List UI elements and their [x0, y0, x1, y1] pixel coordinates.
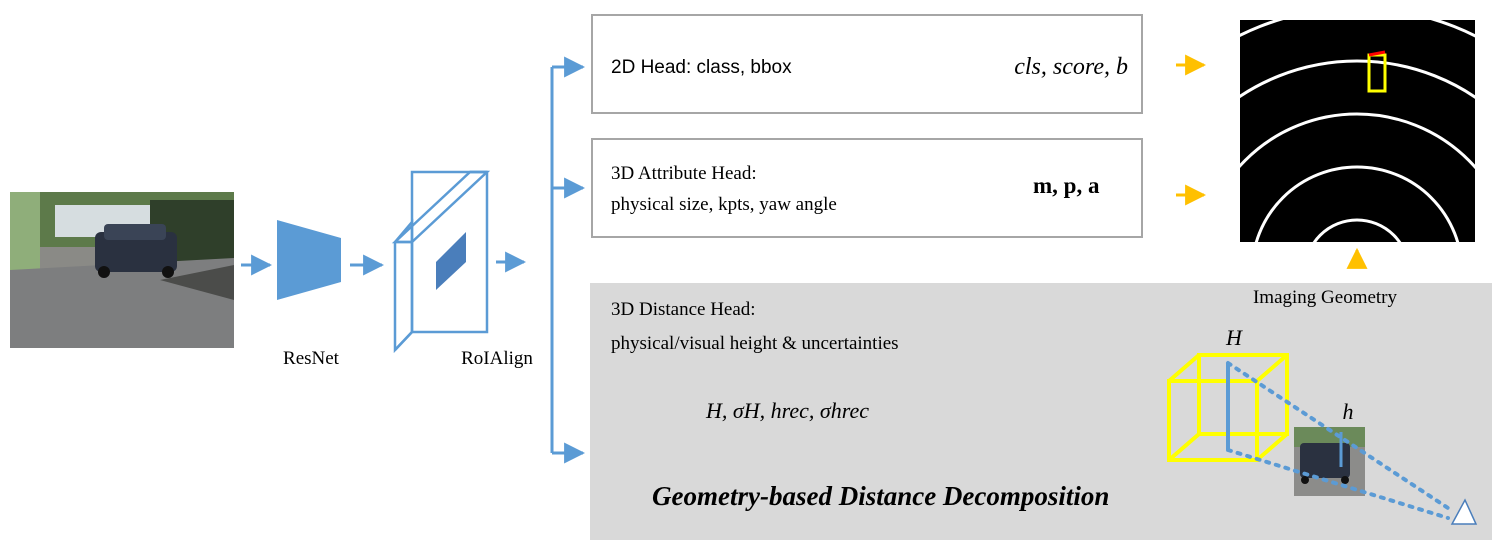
projection-ray-top — [1226, 361, 1450, 510]
distance-head-panel — [590, 283, 1492, 540]
camera-triangle-icon — [1450, 498, 1478, 525]
distance-title-line2: physical/visual height & uncertainties — [611, 333, 899, 354]
head-3d-outputs: m, p, a — [1033, 173, 1100, 198]
branch-connector — [550, 56, 586, 464]
head-3d-title-line2: physical size, kpts, yaw angle — [611, 194, 837, 215]
resnet-trapezoid — [277, 220, 341, 300]
car-thumbnail — [1294, 427, 1365, 496]
head-2d-outputs: cls, score, b — [1014, 54, 1128, 80]
resnet-label: ResNet — [283, 348, 340, 369]
distance-outputs: H, σH, hrec, σhrec — [705, 398, 869, 423]
geometry-illustration: H h — [1167, 325, 1478, 525]
head-2d-box — [591, 14, 1143, 114]
head-3d-box — [591, 138, 1143, 238]
feature-map-box — [391, 170, 491, 354]
projection-ray-bottom — [1226, 448, 1450, 520]
head-3d-title-line1: 3D Attribute Head: — [611, 163, 757, 184]
roialign-label: RoIAlign — [461, 348, 533, 369]
input-photo — [10, 192, 234, 348]
roi-patch — [436, 232, 466, 290]
imaging-geometry-label: Imaging Geometry — [1253, 287, 1398, 308]
physical-height-label: H — [1225, 325, 1243, 350]
head-2d-title: 2D Head: class, bbox — [611, 57, 792, 78]
polar-grid — [1240, 20, 1475, 242]
cube-icon — [1167, 353, 1289, 462]
distance-title-line1: 3D Distance Head: — [611, 299, 756, 320]
decomposition-title: Geometry-based Distance Decomposition — [652, 481, 1109, 511]
visual-height-label: h — [1343, 399, 1354, 424]
